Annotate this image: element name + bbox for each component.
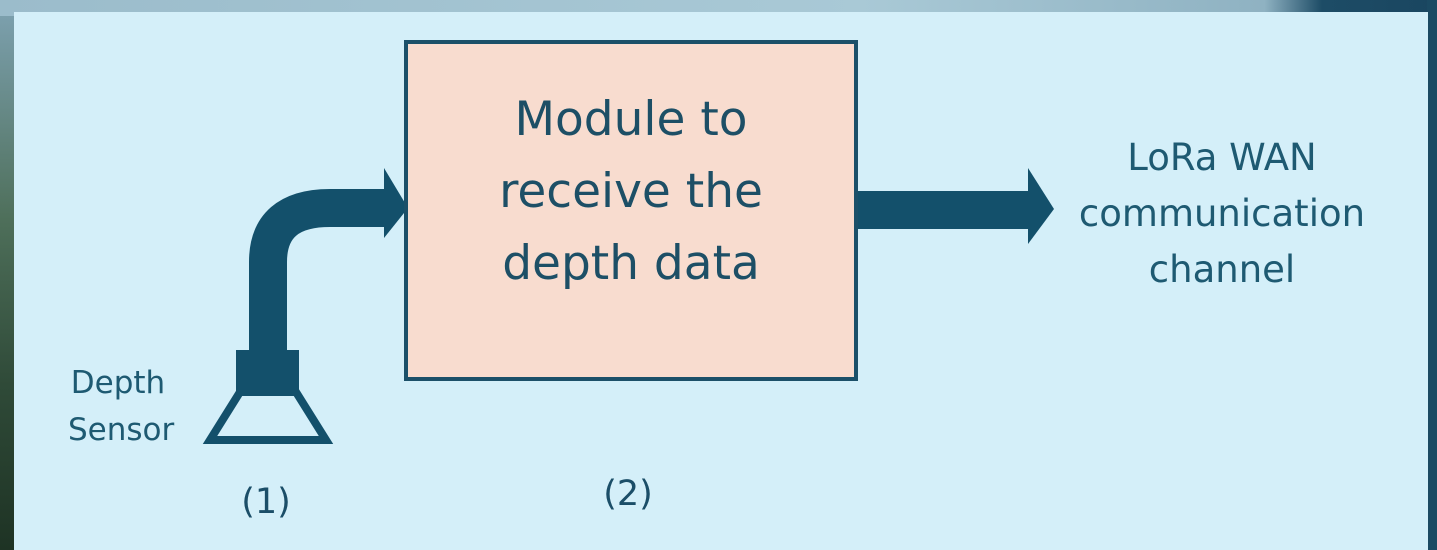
module-to-lora-arrow-head	[1028, 168, 1054, 244]
step-number-2: (2)	[603, 474, 653, 514]
module-to-lora-arrow-shaft	[854, 191, 1032, 229]
depth-sensor-label: Depth Sensor	[68, 365, 175, 448]
sensor-to-module-arrow-head	[384, 168, 408, 238]
lora-wan-label: LoRa WAN communication channel	[1078, 136, 1366, 291]
sensor-to-module-arrow-shaft	[249, 189, 388, 356]
step-number-1: (1)	[241, 482, 291, 522]
background-right-strip	[1427, 0, 1437, 550]
module-box: Module to receive the depth data	[404, 40, 858, 381]
depth-sensor-cone	[202, 388, 334, 444]
depth-sensor-body	[236, 350, 299, 392]
background-left-strip	[0, 0, 14, 550]
module-label: Module to receive the depth data	[499, 91, 763, 291]
